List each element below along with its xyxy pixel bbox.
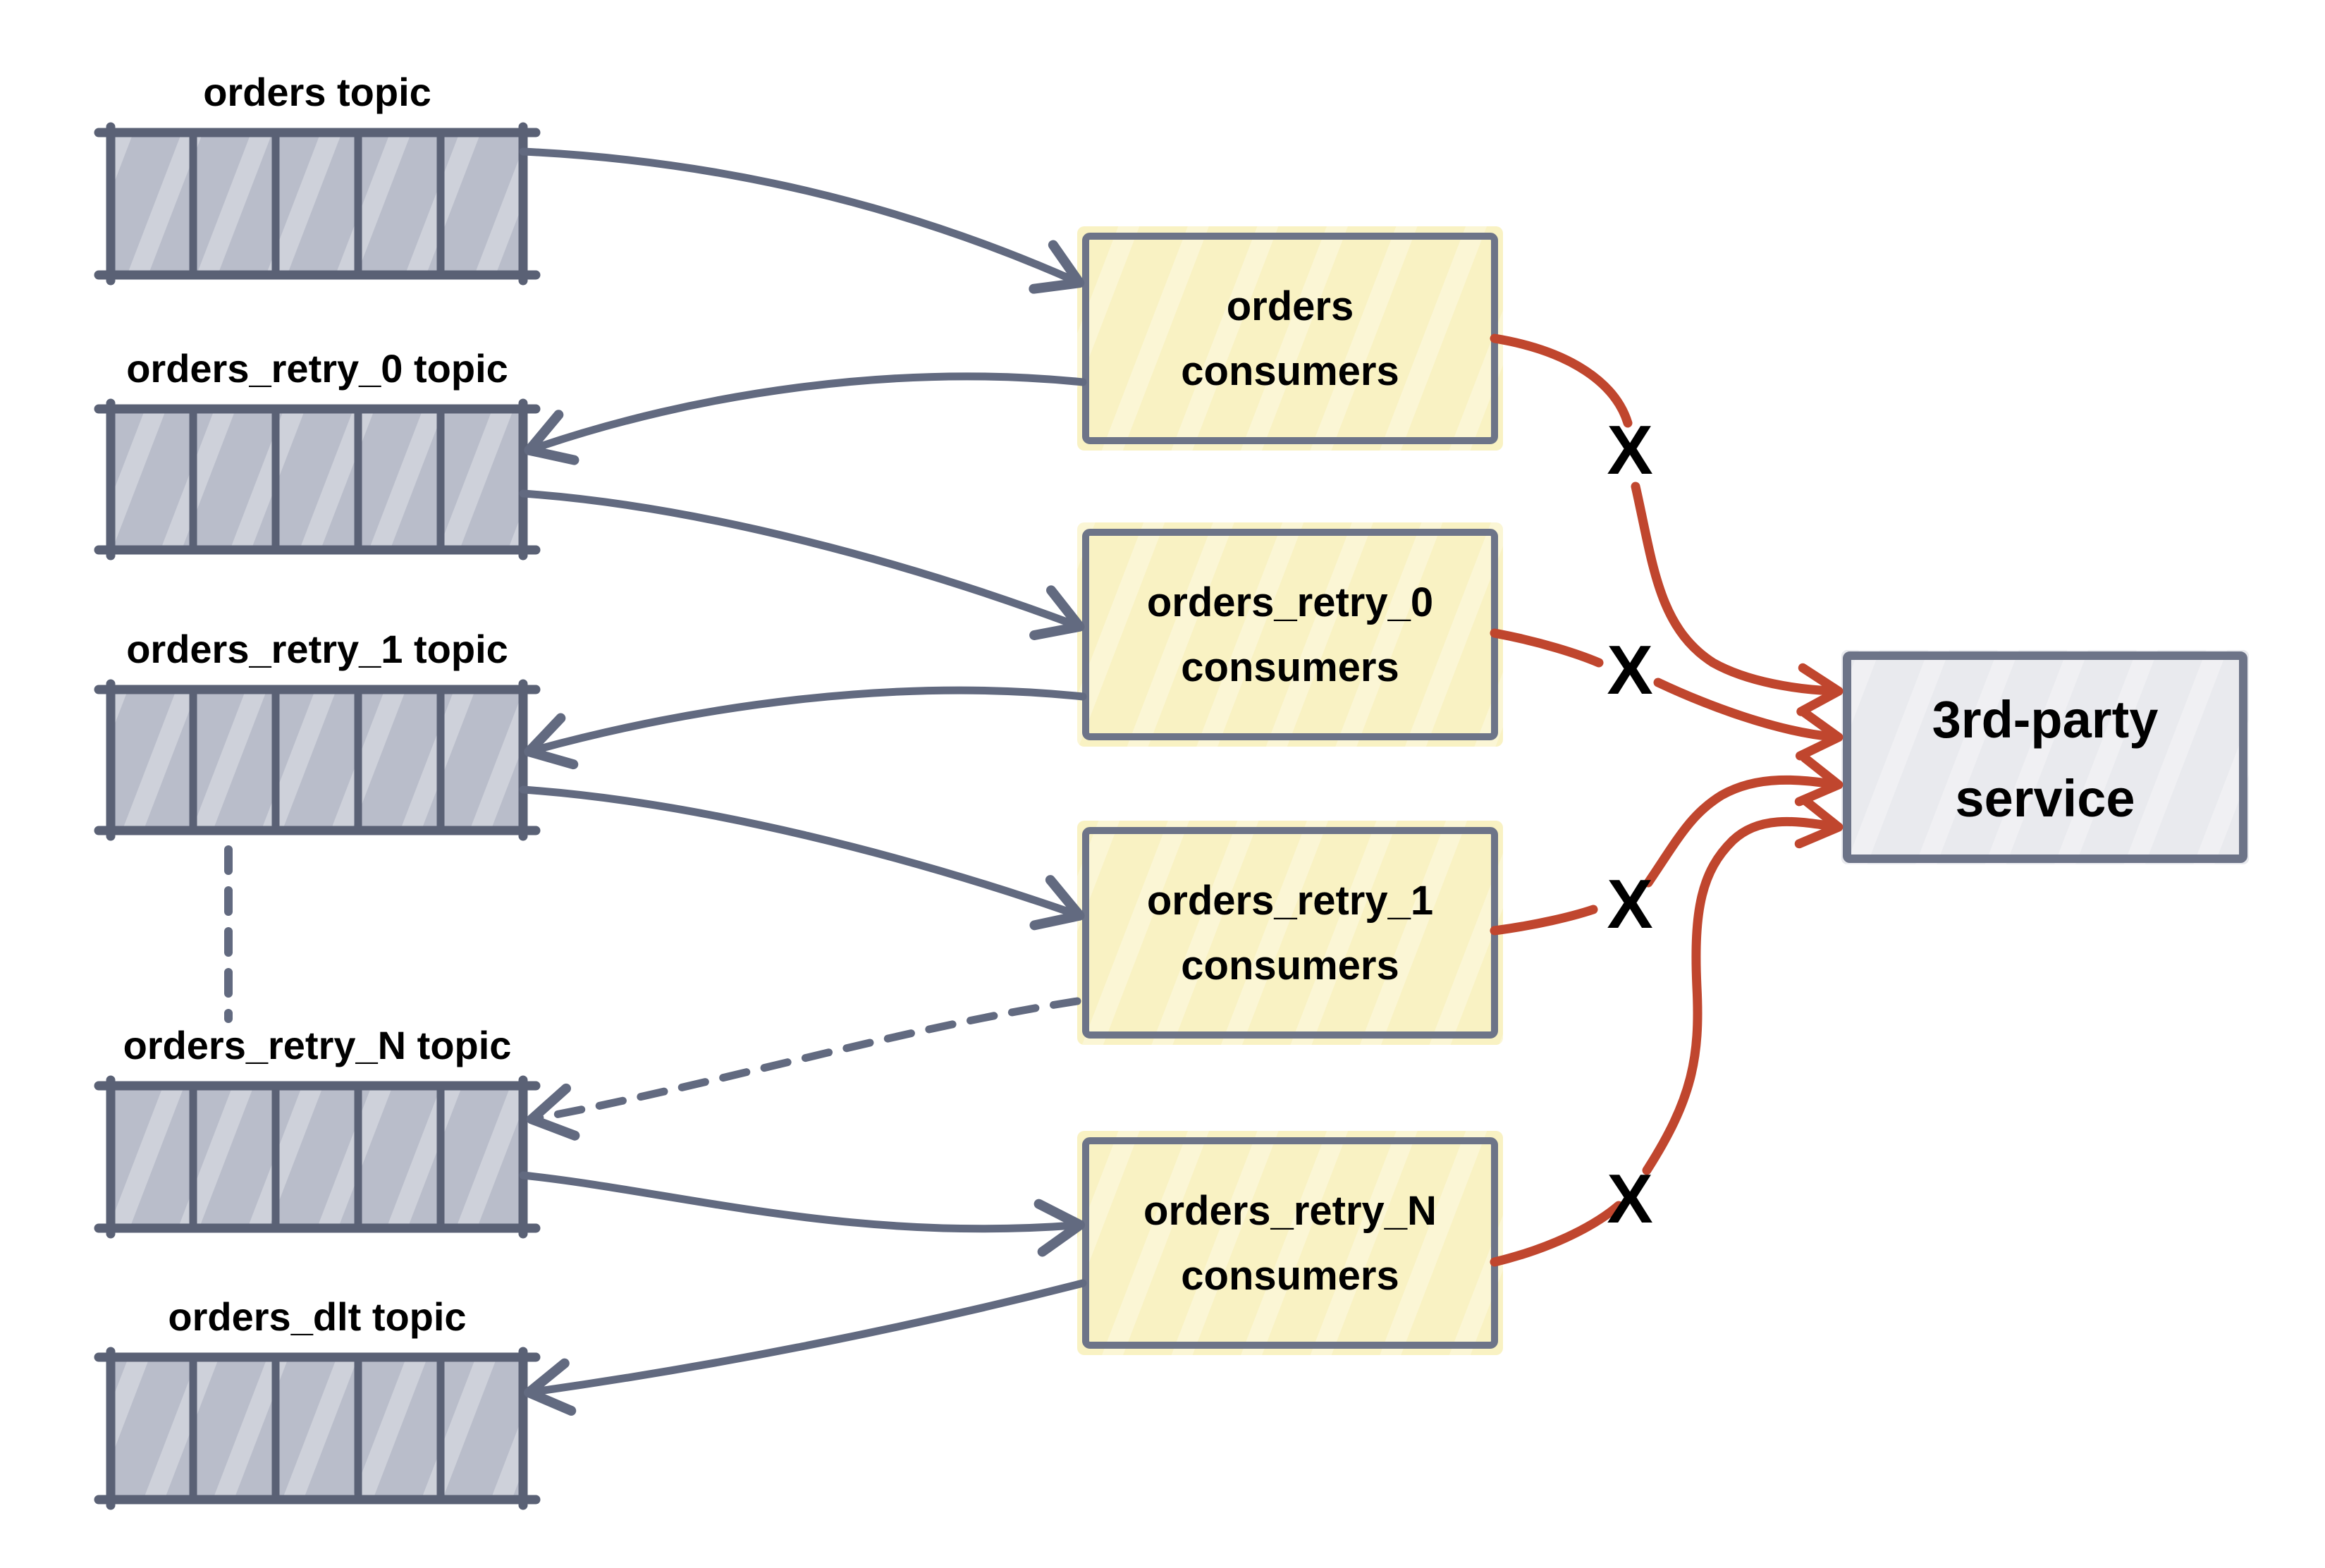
dashed-arrow-retry-1-consumers-to-retry-n-topic — [527, 997, 1081, 1141]
consumer-retry-1-label-line2: consumers — [1181, 943, 1399, 988]
topic-orders-retry-0-partition-lines — [189, 409, 445, 550]
third-party-service-box: 3rd-party service — [1841, 650, 2249, 864]
arrow-retry-1-topic-to-retry-1-consumers — [519, 785, 1085, 931]
service-border — [1843, 651, 2247, 863]
topic-orders-retry-0-texture — [111, 409, 523, 550]
failed-call-retry-n-consumers-segment-1 — [1490, 1201, 1624, 1267]
topic-orders-retry-n-partition-lines — [189, 1086, 445, 1228]
topic-orders-dlt-label: orders_dlt topic — [168, 1294, 466, 1339]
consumer-box-orders-retry-1: orders_retry_1 consumers — [1077, 821, 1503, 1045]
consumer-retry-1-texture — [1077, 821, 1503, 1045]
arrow-orders-topic-to-orders-consumers — [519, 147, 1085, 294]
consumer-box-orders: orders consumers — [1077, 226, 1503, 451]
consumer-orders-texture — [1077, 226, 1503, 451]
topic-orders-retry-0: orders_retry_0 topic — [94, 346, 541, 561]
consumer-retry-0-texture — [1077, 522, 1503, 747]
topic-orders-dlt-partition-lines — [189, 1357, 445, 1500]
topic-orders-label: orders topic — [203, 70, 431, 114]
failed-call-retry-0-consumers-segment-1 — [1490, 628, 1604, 668]
topic-orders-retry-1-label: orders_retry_1 topic — [126, 627, 508, 671]
arrow-retry-0-topic-to-retry-0-consumers — [519, 489, 1085, 640]
consumer-retry-n-label-line2: consumers — [1181, 1253, 1399, 1299]
topic-orders-retry-0-border — [94, 398, 541, 561]
topic-orders-retry-1: orders_retry_1 topic — [94, 627, 541, 841]
topic-orders-retry-1-border — [94, 679, 541, 841]
consumer-box-orders-retry-0: orders_retry_0 consumers — [1077, 522, 1503, 747]
topic-orders-dlt-border — [94, 1347, 541, 1510]
topic-orders-border — [94, 122, 541, 286]
arrow-retry-n-topic-to-retry-n-consumers — [519, 1171, 1085, 1257]
failed-call-retry-1-consumers-segment-1 — [1490, 905, 1598, 936]
topic-orders-retry-n: orders_retry_N topic — [94, 1023, 541, 1239]
failure-x-retry-0: X — [1607, 631, 1652, 709]
service-texture — [1841, 650, 2249, 864]
consumer-box-orders-retry-n: orders_retry_N consumers — [1077, 1131, 1503, 1355]
consumer-orders-label-line1: orders — [1227, 283, 1354, 329]
failed-call-orders-consumers-segment-2 — [1631, 482, 1844, 716]
failed-call-orders-consumers-segment-1 — [1490, 333, 1633, 428]
service-label-line2: service — [1955, 769, 2135, 828]
failure-x-retry-n: X — [1607, 1160, 1652, 1237]
consumer-retry-0-label-line2: consumers — [1181, 644, 1399, 690]
failed-call-retry-n-consumers-segment-2 — [1642, 795, 1844, 1175]
consumer-retry-1-label-line1: orders_retry_1 — [1147, 878, 1433, 924]
topic-orders-texture — [111, 133, 523, 275]
arrow-retry-n-consumers-to-dlt-topic — [524, 1279, 1087, 1416]
topic-orders-retry-0-label: orders_retry_0 topic — [126, 346, 508, 391]
consumer-retry-n-border — [1082, 1137, 1498, 1349]
failure-x-retry-1: X — [1607, 865, 1652, 943]
failed-call-retry-0-consumers-segment-2 — [1653, 678, 1844, 761]
service-label-line1: 3rd-party — [1932, 690, 2159, 749]
topic-orders-partition-lines — [189, 133, 445, 275]
topic-orders-retry-n-texture — [111, 1086, 523, 1228]
topic-orders-retry-1-texture — [111, 690, 523, 831]
consumer-retry-0-label-line1: orders_retry_0 — [1147, 580, 1433, 625]
arrow-retry-0-consumers-to-retry-1-topic — [524, 686, 1087, 770]
topic-orders-retry-n-label: orders_retry_N topic — [123, 1023, 512, 1067]
failure-x-orders: X — [1607, 411, 1652, 489]
consumer-retry-n-label-line1: orders_retry_N — [1143, 1188, 1437, 1234]
topic-orders-dlt: orders_dlt topic — [94, 1294, 541, 1510]
consumer-orders-label-line2: consumers — [1181, 348, 1399, 394]
failed-call-retry-1-consumers-segment-2 — [1643, 753, 1844, 888]
topic-orders-retry-n-border — [94, 1075, 541, 1239]
topic-orders-dlt-texture — [111, 1357, 523, 1500]
consumer-retry-n-texture — [1077, 1131, 1503, 1355]
topic-orders-retry-1-partition-lines — [189, 690, 445, 831]
topic-orders: orders topic — [94, 70, 541, 286]
arrow-orders-consumers-to-retry-0-topic — [524, 372, 1087, 465]
